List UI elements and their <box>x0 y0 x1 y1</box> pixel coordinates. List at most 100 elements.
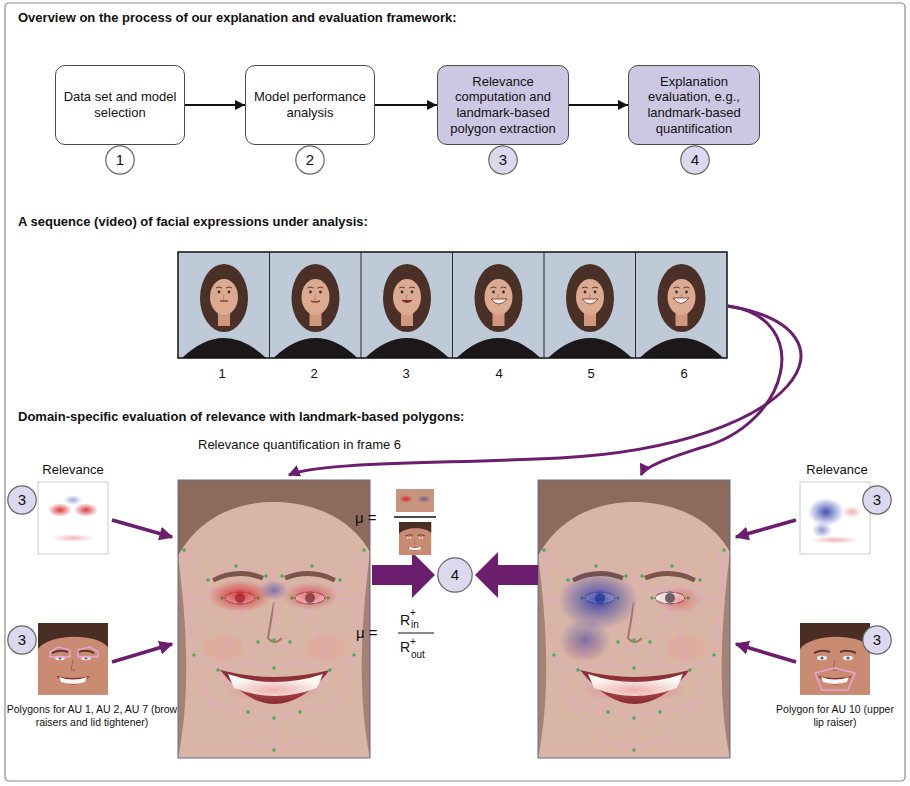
section-heading: A sequence (video) of facial expressions… <box>18 214 368 230</box>
circle-outline <box>296 146 324 174</box>
callout-circle: 4 <box>680 145 710 175</box>
frame-number: 2 <box>304 366 324 382</box>
circle-outline <box>8 626 36 654</box>
polygon-face-left <box>38 623 108 695</box>
video-filmstrip <box>673 298 689 304</box>
frame-number: 4 <box>489 366 509 382</box>
node-text: 3 <box>18 631 26 649</box>
face-with-landmarks-left <box>178 480 370 758</box>
node-text: 3 <box>499 151 507 169</box>
relevance-heatmap-right <box>842 506 862 518</box>
ratio-thumbnails <box>399 522 431 555</box>
ratio-thumbnails <box>417 495 431 503</box>
flow-arrow <box>569 104 628 106</box>
video-filmstrip <box>582 299 598 304</box>
figure-caption: Polygons for AU 1, AU 2, AU 7 (brow rais… <box>4 703 180 728</box>
frame-number: 1 <box>212 366 232 382</box>
video-filmstrip <box>178 252 270 358</box>
polygon-face-left <box>50 647 98 657</box>
relevance-heatmap-left <box>74 503 98 517</box>
frame-link-arrows <box>641 306 782 475</box>
polygon-face-right <box>800 623 870 695</box>
node-text: Data set and model selection <box>62 89 178 120</box>
relevance-heatmap-left <box>38 482 108 554</box>
video-filmstrip <box>636 252 728 358</box>
face-with-landmarks-left <box>178 480 370 758</box>
callout-circle: 3 <box>862 625 892 655</box>
process-box: Relevance computation and landmark-based… <box>437 65 569 145</box>
image-label: Relevance <box>797 462 877 478</box>
flow-arrow <box>185 104 245 106</box>
node-text: 3 <box>18 491 26 509</box>
node-text: Explanation evaluation, e.g., landmark-b… <box>635 74 753 136</box>
callout-circle: 3 <box>7 625 37 655</box>
block-arrows <box>372 552 435 598</box>
face-with-landmarks-right <box>559 618 611 662</box>
ratio-thumbnails <box>396 489 434 512</box>
block-arrows <box>475 552 538 598</box>
node-text: 3 <box>873 491 881 509</box>
ratio-thumbnails <box>394 516 436 518</box>
circle-outline <box>863 486 891 514</box>
circle-outline <box>863 626 891 654</box>
callout-circle: 3 <box>862 485 892 515</box>
node-text: 4 <box>451 566 459 584</box>
video-filmstrip <box>178 252 727 358</box>
video-filmstrip <box>453 252 545 358</box>
video-filmstrip <box>311 301 320 302</box>
relevance-heatmap-right <box>808 498 844 526</box>
block-arrows <box>372 552 538 598</box>
callout-circle: 2 <box>295 145 325 175</box>
node-text: 2 <box>306 151 314 169</box>
formula-symbol: R <box>400 639 410 656</box>
node-text: 3 <box>873 631 881 649</box>
formula-symbol: R <box>400 612 410 629</box>
video-filmstrip <box>178 252 727 358</box>
frame-number: 6 <box>674 366 694 382</box>
fraction-bar <box>398 632 434 633</box>
callout-circle: 3 <box>7 485 37 515</box>
image-label: Relevance <box>33 462 113 478</box>
relevance-heatmap-left <box>48 503 72 517</box>
process-box: Data set and model selection <box>55 65 185 145</box>
callout-circle: 1 <box>105 145 135 175</box>
process-box: Explanation evaluation, e.g., landmark-b… <box>628 65 760 145</box>
video-filmstrip <box>270 252 636 358</box>
video-filmstrip <box>544 252 636 358</box>
relevance-heatmap-left <box>51 534 95 542</box>
face-with-landmarks-left <box>178 480 370 758</box>
frame-number: 5 <box>581 366 601 382</box>
input-arrows <box>112 644 172 662</box>
face-with-landmarks-right <box>579 678 689 702</box>
outer-frame <box>5 3 905 781</box>
video-filmstrip <box>401 300 413 303</box>
face-with-landmarks-left <box>224 678 324 702</box>
circle-outline <box>681 146 709 174</box>
face-with-landmarks-left <box>282 582 338 610</box>
video-filmstrip <box>220 300 228 302</box>
formula-subscript: in <box>411 619 419 631</box>
figure-caption: Polygon for AU 10 (upper lip raiser) <box>775 703 895 728</box>
formula-text: μ = <box>355 509 377 527</box>
relevance-heatmap-left <box>38 482 108 554</box>
relevance-heatmap-left <box>64 495 82 505</box>
ratio-thumbnails <box>399 495 413 503</box>
relevance-heatmap-right <box>800 482 870 554</box>
ratio-thumbnails <box>394 489 436 633</box>
face-with-landmarks-right <box>538 480 730 758</box>
face-with-landmarks-right <box>658 586 702 614</box>
input-arrows <box>112 520 796 662</box>
video-filmstrip <box>270 252 362 358</box>
section-heading: Overview on the process of our explanati… <box>18 10 457 26</box>
relevance-heatmap-right <box>800 482 870 554</box>
circle-outline <box>438 558 472 592</box>
flow-arrow <box>375 104 437 106</box>
face-with-landmarks-right <box>538 480 730 758</box>
subheading: Relevance quantification in frame 6 <box>198 437 401 453</box>
polygon-face-right <box>815 668 855 690</box>
input-arrows <box>736 644 796 662</box>
relevance-heatmap-right <box>811 536 859 544</box>
formula-superscript: + <box>410 607 416 619</box>
formula-superscript: + <box>410 636 416 648</box>
